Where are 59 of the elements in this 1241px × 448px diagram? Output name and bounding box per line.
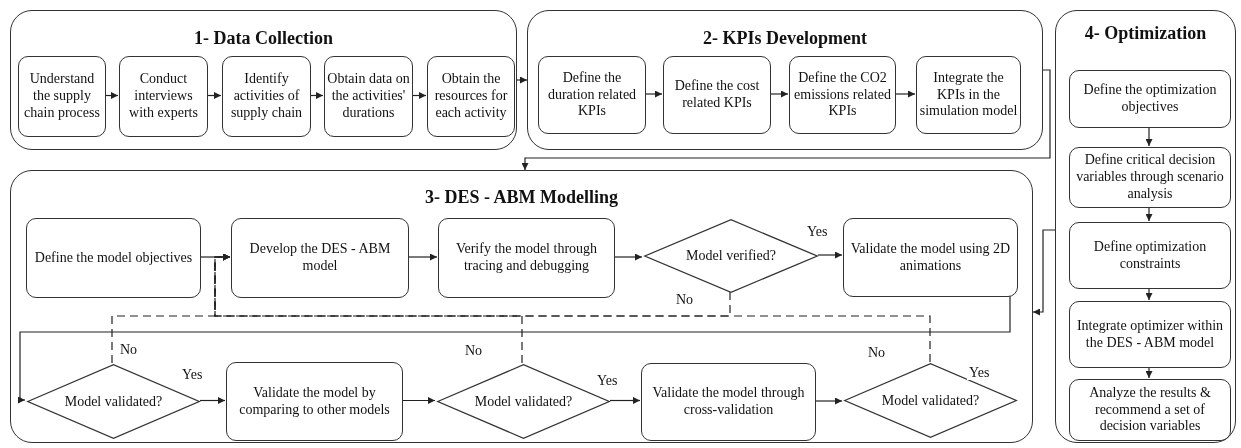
stage-title: 2- KPIs Development [702,28,868,50]
arrow [401,397,436,404]
decision-diamond [843,363,1018,438]
arrow [104,92,119,99]
process-box: Define the model objectives [26,218,201,298]
arrow [516,76,528,84]
arrow [817,251,843,259]
process-box: Obtain data on the activities' durations [324,56,413,137]
process-box: Validate the model using 2D animations [843,218,1018,297]
process-box: Conduct interviews with experts [119,56,208,137]
process-box: Validate the model by comparing to other models [226,362,403,441]
process-box: Obtain the resources for each activity [427,56,515,137]
process-box: Develop the DES - ABM model [231,218,409,298]
decision-diamond [26,364,201,439]
decision-text: Model validated? [64,393,163,410]
arrow [1145,287,1153,301]
branch-label: Yes [967,365,992,381]
arrow [521,69,1051,171]
stage-title: 1- Data Collection [193,28,334,50]
process-box: Integrate optimizer within the DES - ABM model [1069,301,1231,368]
arrow [814,397,843,405]
arrow [18,295,1011,404]
process-box: Integrate the KPIs in the simulation model [916,56,1021,134]
arrow [407,253,438,261]
stage-panel [10,170,1033,443]
stage-panel [1055,10,1236,443]
arrow [894,90,916,98]
arrow [1145,366,1153,379]
decision-text: Model verified? [686,248,776,264]
arrow [206,92,222,99]
decision-text: Model validated? [474,393,573,410]
arrow [644,90,663,98]
process-box: Define the CO2 emissions related KPIs [789,56,896,134]
arrow [769,90,789,98]
process-box: Define the duration related KPIs [538,56,646,134]
process-box: Define optimization constraints [1069,222,1231,289]
arrow [613,253,643,261]
arrow [609,397,641,404]
dashed-arrow [214,253,931,363]
process-box: Identify activities of supply chain [222,56,311,137]
process-box: Analyze the results & recommend a set of decision variables [1069,379,1231,441]
arrow [1145,206,1153,222]
process-box: Verify the model through tracing and debugging [438,218,615,298]
arrow [1032,229,1056,316]
dashed-arrow [214,253,523,364]
stage-title: 4- Optimization [1083,23,1208,45]
stage-panel [10,10,517,150]
arrow [411,92,427,99]
process-box: Validate the model through cross-validation [641,363,816,441]
stage-panel [527,10,1043,150]
process-box: Define critical decision variables through scenario analysis [1069,147,1231,208]
stage-title: 3- DES - ABM Modelling [424,187,619,209]
decision-text: Model validated? [881,392,980,409]
arrow [199,397,226,404]
arrow [309,92,324,99]
process-box: Define the optimization objectives [1069,70,1231,128]
arrow [1145,126,1153,147]
process-box: Define the cost related KPIs [663,56,771,134]
process-box: Understand the supply chain process [18,56,106,137]
